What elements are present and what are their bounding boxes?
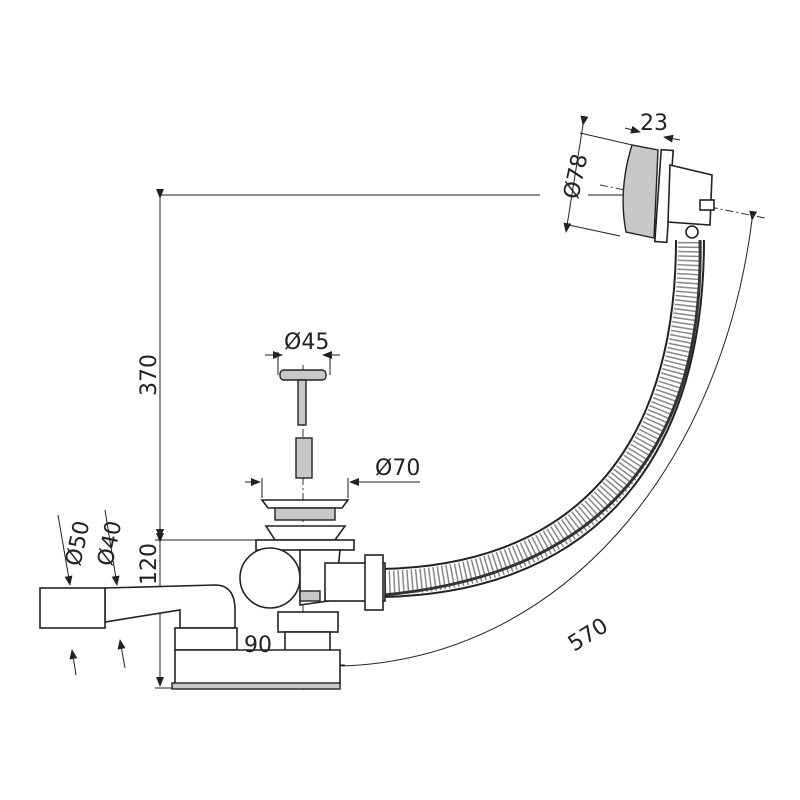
trap-outlet [39, 584, 341, 690]
height-overflow-label: 370 [137, 354, 162, 396]
overflow-depth-label: 23 [640, 111, 668, 136]
drain-body [239, 499, 386, 653]
overflow-head [622, 144, 715, 244]
plug [279, 369, 327, 479]
trap-offset-label: 90 [244, 633, 272, 658]
outlet-outer-diameter-label: Ø50 [61, 519, 95, 569]
hose-length-label: 570 [564, 614, 613, 657]
outlet-inner-diameter-label: Ø40 [93, 519, 127, 569]
plug-diameter-label: Ø45 [284, 330, 329, 355]
trap-height-label: 120 [137, 543, 162, 585]
overflow-hose [309, 239, 705, 600]
drain-diameter-label: Ø70 [375, 456, 420, 481]
overflow-diameter-label: Ø78 [559, 152, 593, 202]
